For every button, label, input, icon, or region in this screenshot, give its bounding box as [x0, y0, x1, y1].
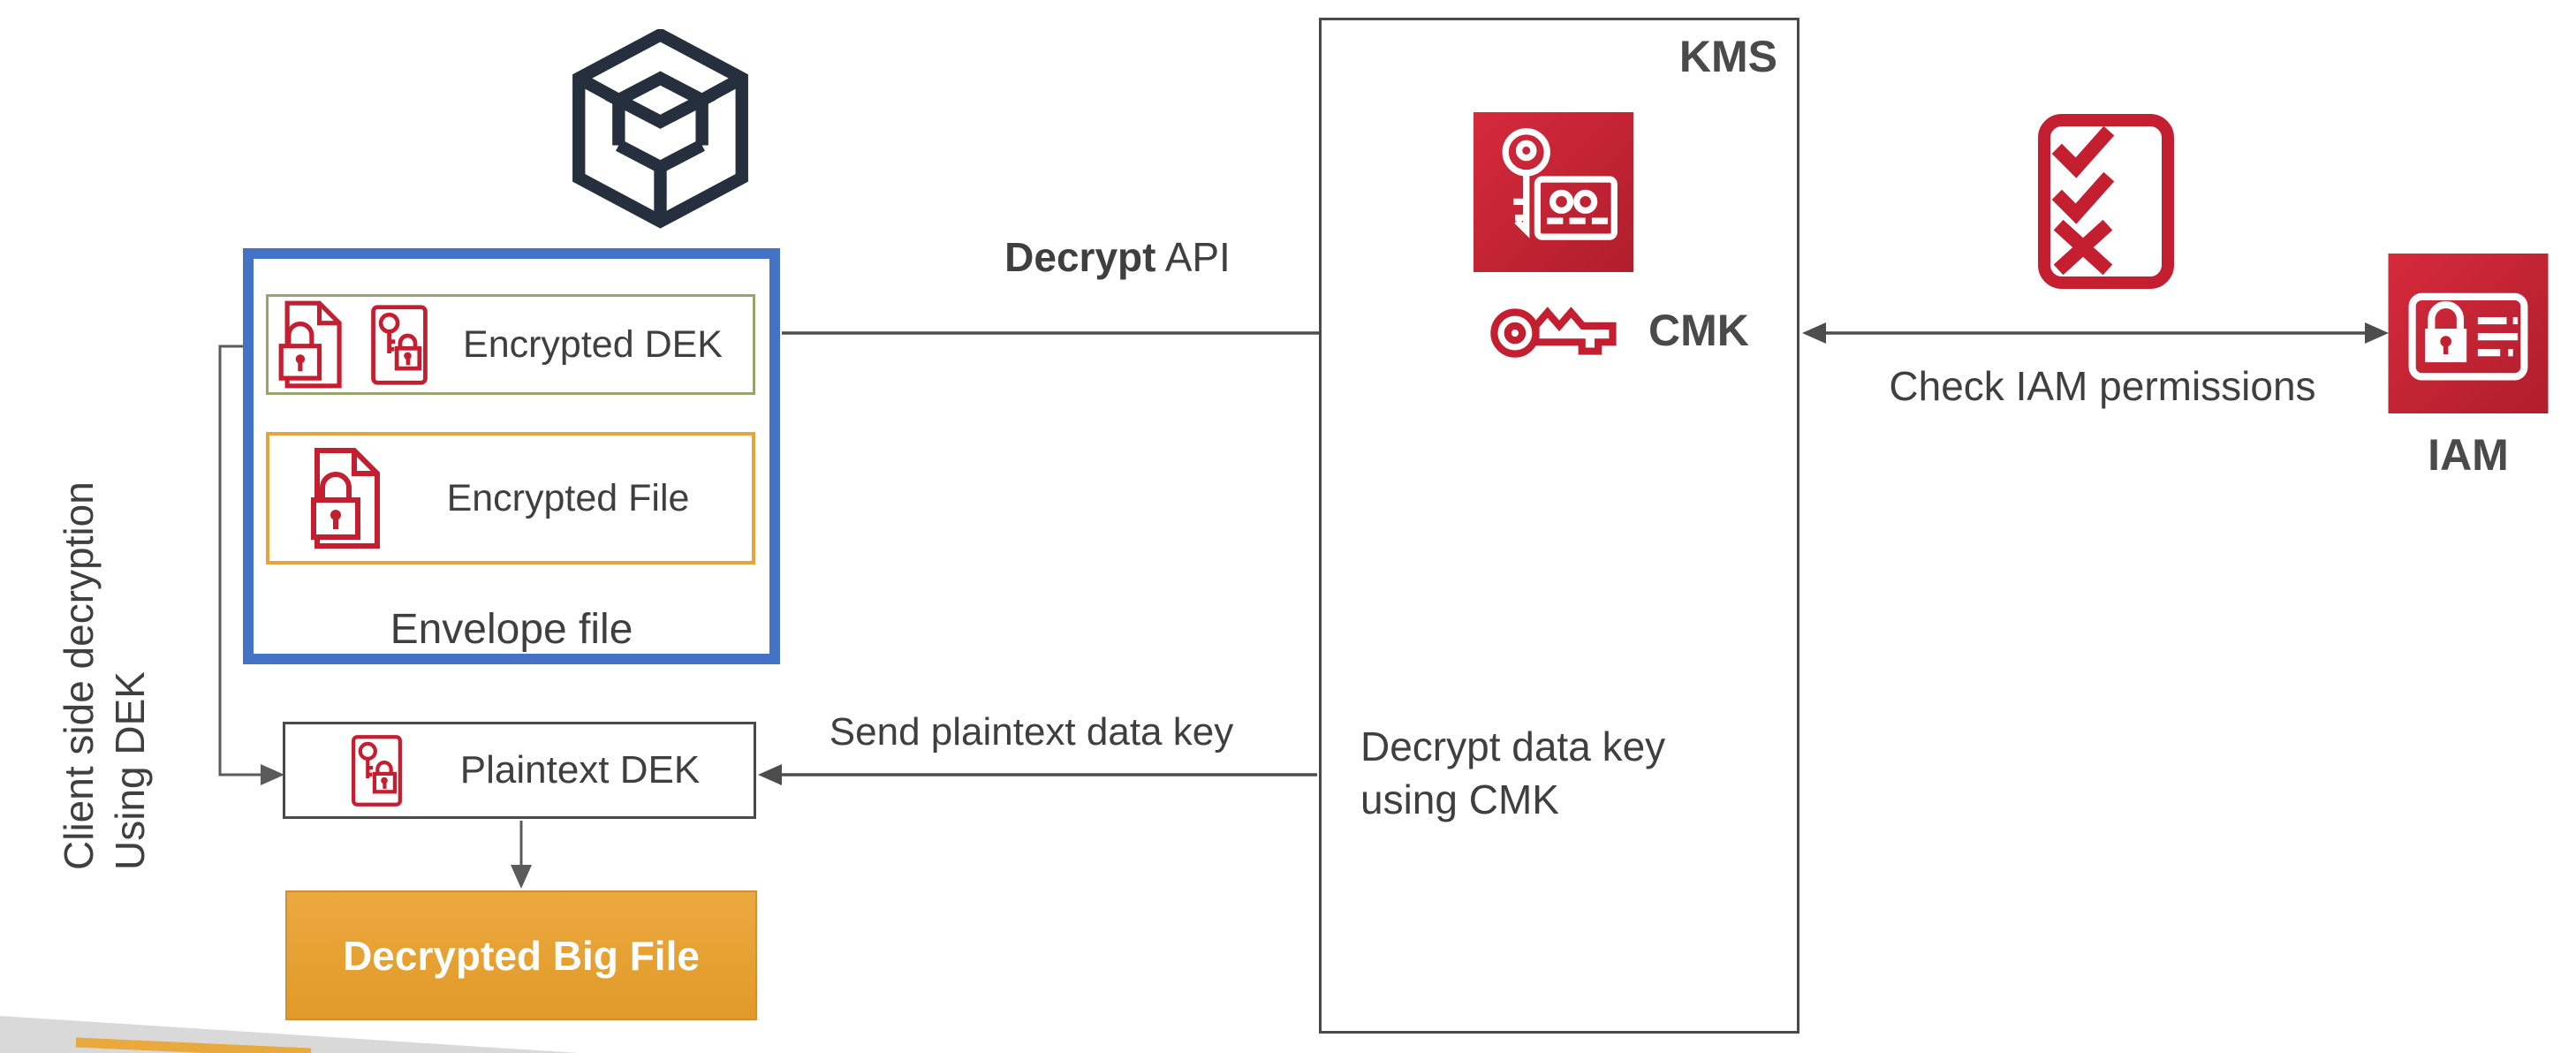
- check-iam-permissions-label: Check IAM permissions: [1889, 363, 2316, 409]
- plaintext-dek-box: Plaintext DEK: [283, 722, 756, 819]
- cmk-label: CMK: [1648, 306, 1749, 355]
- kms-note-line1: Decrypt data key: [1360, 723, 1666, 769]
- checklist-icon: [2038, 114, 2174, 289]
- key-card-icon: [371, 304, 428, 385]
- envelope-file-title: Envelope file: [390, 606, 633, 653]
- encrypted-dek-label: Encrypted DEK: [463, 322, 723, 366]
- kms-note: Decrypt data key using CMK: [1360, 720, 1665, 826]
- kms-note-line2: using CMK: [1360, 776, 1559, 822]
- encrypted-dek-row: Encrypted DEK: [266, 294, 755, 395]
- cmk-row: CMK: [1488, 292, 1749, 368]
- decrypted-big-file-label: Decrypted Big File: [343, 932, 700, 979]
- decrypt-api-label: Decrypt API: [981, 233, 1254, 281]
- send-plaintext-arrow: [758, 764, 1317, 785]
- client-side-caption-line1: Client side decryption: [56, 481, 102, 870]
- kms-iam-arrow: [1802, 322, 2389, 344]
- cmk-key-icon: [1490, 307, 1617, 358]
- envelope-file-box: Encrypted DEK Encrypted File Envelope fi…: [243, 248, 780, 664]
- decrypted-big-file-box: Decrypted Big File: [285, 890, 757, 1020]
- send-plaintext-label: Send plaintext data key: [829, 710, 1234, 754]
- decrypt-api-label-rest: API: [1155, 234, 1231, 280]
- document-lock-icon: [311, 448, 380, 549]
- kms-title: KMS: [1678, 32, 1777, 81]
- encrypted-file-row: Encrypted File: [266, 432, 755, 564]
- dek-to-file-arrow: [511, 821, 532, 889]
- iam-title: IAM: [2428, 430, 2509, 480]
- iam-id-card-icon: [2388, 254, 2549, 413]
- kms-key-card-icon: [1474, 112, 1633, 272]
- decrypt-api-label-bold: Decrypt: [1004, 234, 1156, 280]
- key-card-icon: [352, 734, 402, 807]
- document-lock-icon: [278, 300, 342, 389]
- plaintext-dek-label: Plaintext DEK: [459, 748, 701, 792]
- kms-box: KMS: [1319, 18, 1799, 1034]
- client-side-caption-line2: Using DEK: [107, 671, 153, 870]
- encrypted-file-label: Encrypted File: [446, 476, 690, 519]
- aws-cube-icon: [572, 29, 748, 229]
- corner-wedge-decoration: [0, 1016, 579, 1053]
- client-side-caption: Client side decryption Using DEK: [53, 322, 155, 870]
